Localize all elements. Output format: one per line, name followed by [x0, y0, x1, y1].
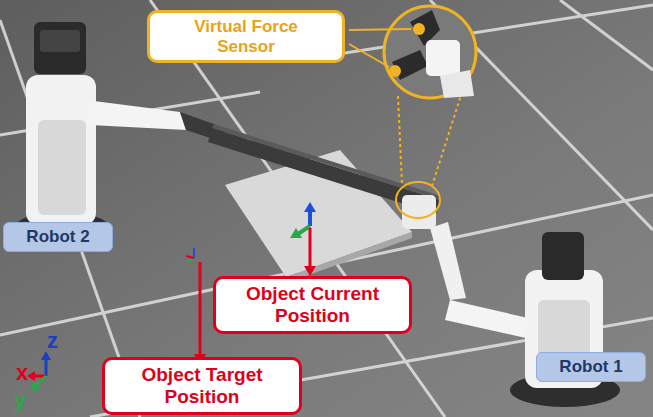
magnifier-part — [389, 65, 401, 77]
magnifier-part — [396, 182, 440, 218]
object-current-frame-part — [304, 202, 316, 212]
robot-two-part — [40, 30, 80, 52]
object-target-frame — [186, 248, 206, 364]
world-axes-part — [36, 376, 46, 386]
robot-two-part — [86, 100, 186, 130]
robot-two-part — [38, 120, 86, 215]
node-text: Object Current Position — [225, 283, 400, 327]
node-text: Object Target Position — [115, 364, 290, 408]
magnifier-part — [413, 23, 425, 35]
object-current-frame — [290, 202, 316, 276]
robot-label: Robot 1 — [536, 352, 646, 382]
magnifier — [349, 6, 476, 218]
magnifier-part — [398, 96, 402, 184]
object-current-frame-part — [308, 210, 312, 226]
plank-part — [212, 124, 441, 200]
object-current-frame-part — [304, 266, 316, 276]
magnifier-part — [440, 70, 474, 98]
robot-two-part — [26, 75, 96, 225]
magnifier-part — [349, 29, 411, 30]
object-current-frame-part — [298, 226, 310, 234]
world-axes-part — [45, 358, 48, 376]
magnifier-part — [426, 40, 460, 76]
robot-one-part — [430, 222, 466, 300]
magnifier-part — [384, 6, 476, 98]
node-text: Virtual Force Sensor — [171, 17, 321, 56]
axis-label: y — [14, 389, 26, 411]
robot-label: Robot 2 — [3, 222, 113, 252]
world-axes-part — [31, 381, 40, 391]
axis-label: z — [47, 330, 58, 352]
world-axes — [27, 351, 51, 391]
magnifier-part — [432, 92, 462, 186]
object-current-frame-part — [290, 228, 302, 238]
object-target-frame-part — [186, 256, 194, 258]
object-target-frame-part — [193, 248, 195, 258]
robot-one-part — [445, 300, 528, 338]
node-text: Robot 1 — [559, 357, 622, 377]
robot-two-part — [34, 22, 86, 74]
robot-one-part — [402, 195, 436, 229]
floor-grid-part — [560, 0, 653, 70]
robot-one-part — [542, 232, 584, 280]
object-current-frame-part — [309, 228, 312, 268]
node-text: Robot 2 — [26, 227, 89, 247]
position-label: Object Target Position — [102, 357, 302, 415]
world-axes-part — [41, 351, 51, 360]
magnifier-part — [349, 44, 389, 67]
position-label: Object Current Position — [213, 276, 412, 334]
axis-label: x — [16, 362, 28, 384]
callout-box: Virtual Force Sensor — [147, 10, 345, 63]
object-target-frame-part — [199, 262, 202, 356]
